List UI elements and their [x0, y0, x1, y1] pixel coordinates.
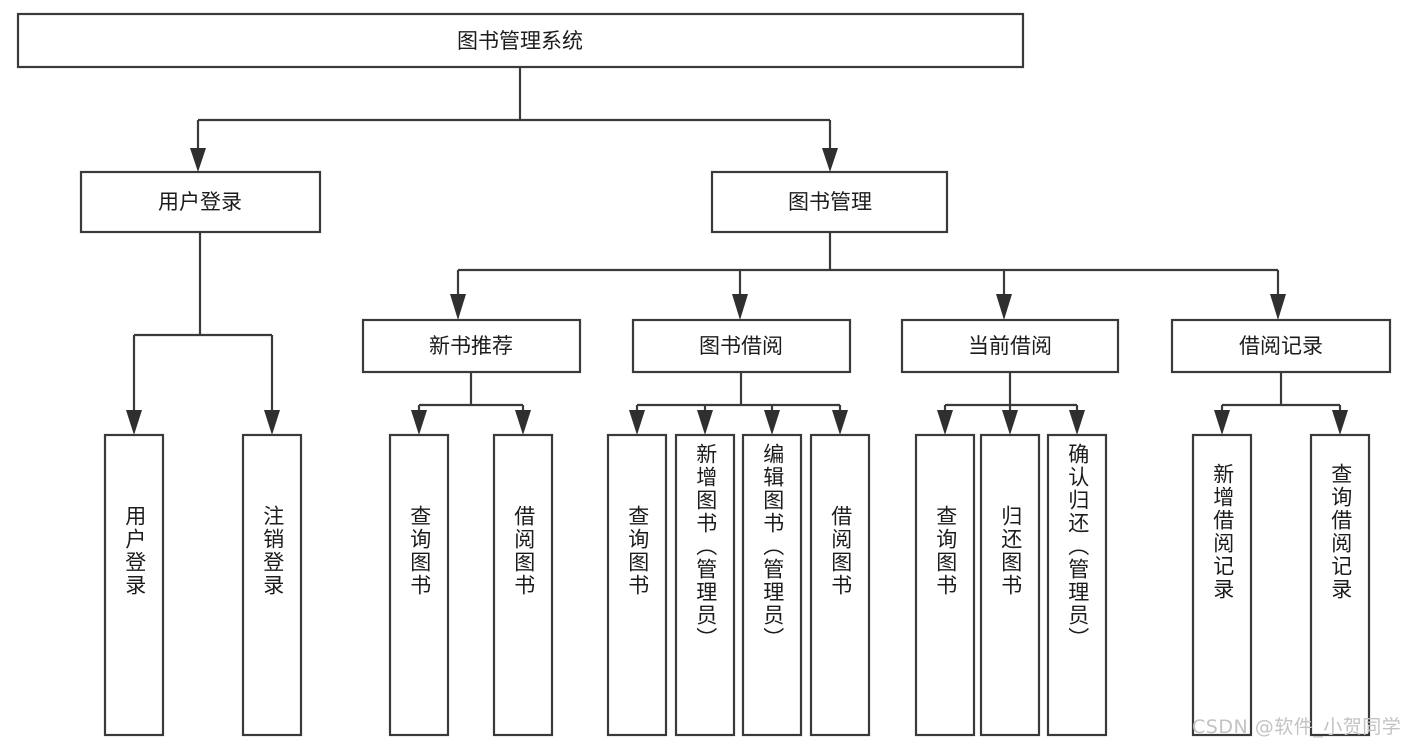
node-root-label: 图书管理系统: [457, 29, 583, 53]
leaf-box-confirm-return[interactable]: [1046, 433, 1108, 737]
arrow-leaf-user-login: [126, 410, 142, 435]
arrow-leaf-confirm-return: [1069, 410, 1085, 435]
node-current-borrow[interactable]: 当前借阅: [900, 318, 1120, 374]
arrow-leaf-query-book-1: [411, 410, 427, 435]
csdn-watermark: CSDN @软件_小贺同学: [1192, 716, 1402, 738]
connector-book-borrow-to-leaves: [629, 372, 848, 435]
leaf-box-user-login[interactable]: [103, 433, 165, 737]
node-user-login[interactable]: 用户登录: [79, 170, 322, 234]
node-new-book[interactable]: 新书推荐: [361, 318, 582, 374]
arrow-leaf-add-record: [1214, 410, 1230, 435]
leaf-box-logout[interactable]: [241, 433, 303, 737]
leaf-box-query-book-3[interactable]: [914, 433, 976, 737]
node-borrow-record-label: 借阅记录: [1239, 334, 1323, 358]
arrow-leaf-borrow-book-2: [832, 410, 848, 435]
arrow-leaf-query-book-3: [937, 410, 953, 435]
arrow-leaf-query-book-2: [629, 410, 645, 435]
arrow-leaf-edit-book: [764, 410, 780, 435]
leaf-box-borrow-book-2[interactable]: [809, 433, 871, 737]
node-user-login-box: [79, 170, 322, 234]
arrow-leaf-add-book: [697, 410, 713, 435]
arrow-leaf-query-record: [1332, 410, 1348, 435]
leaf-box-edit-book[interactable]: [741, 433, 803, 737]
arrow-leaf-return-book: [1002, 410, 1018, 435]
node-book-manage-label: 图书管理: [788, 190, 872, 214]
connector-current-borrow-to-leaves: [937, 372, 1085, 435]
connector-root-to-level2: [190, 67, 838, 172]
leaf-box-borrow-book-1[interactable]: [492, 433, 554, 737]
node-user-login-label: 用户登录: [158, 190, 242, 214]
node-root-box: [16, 12, 1025, 69]
leaf-box-return-book[interactable]: [979, 433, 1041, 737]
leaf-box-add-book[interactable]: [674, 433, 736, 737]
arrow-to-borrow-record: [1270, 294, 1286, 320]
node-borrow-record[interactable]: 借阅记录: [1170, 318, 1392, 374]
node-current-borrow-label: 当前借阅: [968, 334, 1052, 358]
leaf-box-query-book-2[interactable]: [606, 433, 668, 737]
arrow-to-user-login: [190, 148, 206, 172]
arrow-leaf-logout: [264, 410, 280, 435]
node-new-book-label: 新书推荐: [429, 334, 513, 358]
leaf-box-add-record[interactable]: [1191, 433, 1253, 737]
node-book-borrow[interactable]: 图书借阅: [631, 318, 852, 374]
arrow-to-new-book: [450, 294, 466, 320]
leaf-box-query-record[interactable]: [1309, 433, 1371, 737]
connector-borrow-record-to-leaves: [1214, 372, 1348, 435]
node-book-manage[interactable]: 图书管理: [710, 170, 949, 234]
leaf-box-query-book-1[interactable]: [388, 433, 450, 737]
node-new-book-box: [361, 318, 582, 374]
node-book-borrow-label: 图书借阅: [699, 334, 783, 358]
node-root[interactable]: 图书管理系统: [16, 12, 1025, 69]
arrow-leaf-borrow-book-1: [515, 410, 531, 435]
node-current-borrow-box: [900, 318, 1120, 374]
connector-book-manage-to-level3: [450, 232, 1286, 320]
arrow-to-book-borrow: [732, 294, 748, 320]
connector-user-login-to-leaves: [126, 232, 280, 435]
arrow-to-current-borrow: [996, 294, 1012, 320]
arrow-to-book-manage: [822, 148, 838, 172]
connector-new-book-to-leaves: [411, 372, 531, 435]
